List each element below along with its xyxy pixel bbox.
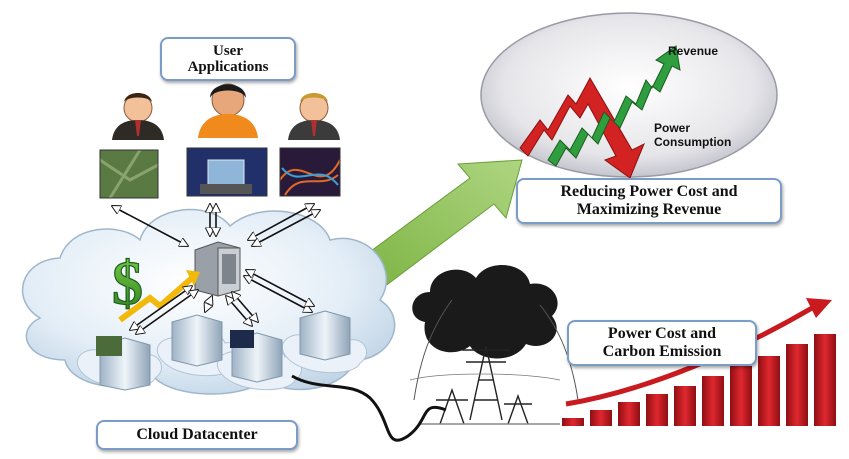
power-cost-line1: Power Cost and: [607, 325, 717, 343]
power-consumption-label: Power Consumption: [654, 121, 732, 150]
reducing-line2: Maximizing Revenue: [576, 201, 722, 218]
power-consumption-arrow: [519, 76, 645, 179]
power-consumption-line2: Consumption: [654, 134, 732, 149]
server-icon: [194, 241, 241, 297]
reducing-power-cost-label: Reducing Power Cost and Maximizing Reven…: [516, 178, 782, 224]
dollar-sign: $: [112, 250, 143, 318]
user-applications-line1: User: [213, 42, 243, 59]
cloud-datacenter-text: Cloud Datacenter: [136, 426, 258, 444]
connection-arrows: [112, 204, 320, 334]
server-icon: [171, 314, 223, 367]
server-icon: [299, 310, 351, 361]
green-solution-arrow: [355, 159, 523, 291]
power-cost-carbon-label: Power Cost and Carbon Emission: [567, 320, 757, 366]
user-icon: [112, 93, 164, 140]
user-icon: [288, 93, 340, 140]
cloud-datacenter-label: Cloud Datacenter: [96, 420, 298, 450]
power-cost-line2: Carbon Emission: [602, 343, 722, 360]
power-consumption-line1: Power: [654, 121, 691, 135]
bar-chart-icon: [562, 298, 836, 426]
user-applications-label: User Applications: [160, 37, 296, 81]
reducing-line1: Reducing Power Cost and: [560, 183, 738, 201]
circuit-application-image: [279, 147, 341, 197]
revenue-label: Revenue: [668, 44, 719, 58]
device-application-image: [186, 147, 268, 197]
power-cable: [291, 374, 447, 442]
user-applications-line2: Applications: [187, 59, 269, 75]
map-application-image: [99, 149, 159, 199]
user-icon: [198, 83, 258, 138]
revenue-arrow: [547, 45, 681, 167]
smoke-cloud-icon: [412, 265, 558, 359]
power-tower-icon: [409, 299, 579, 425]
circuit-thumbnail-small: [230, 330, 254, 348]
map-thumbnail-small: [96, 336, 122, 356]
